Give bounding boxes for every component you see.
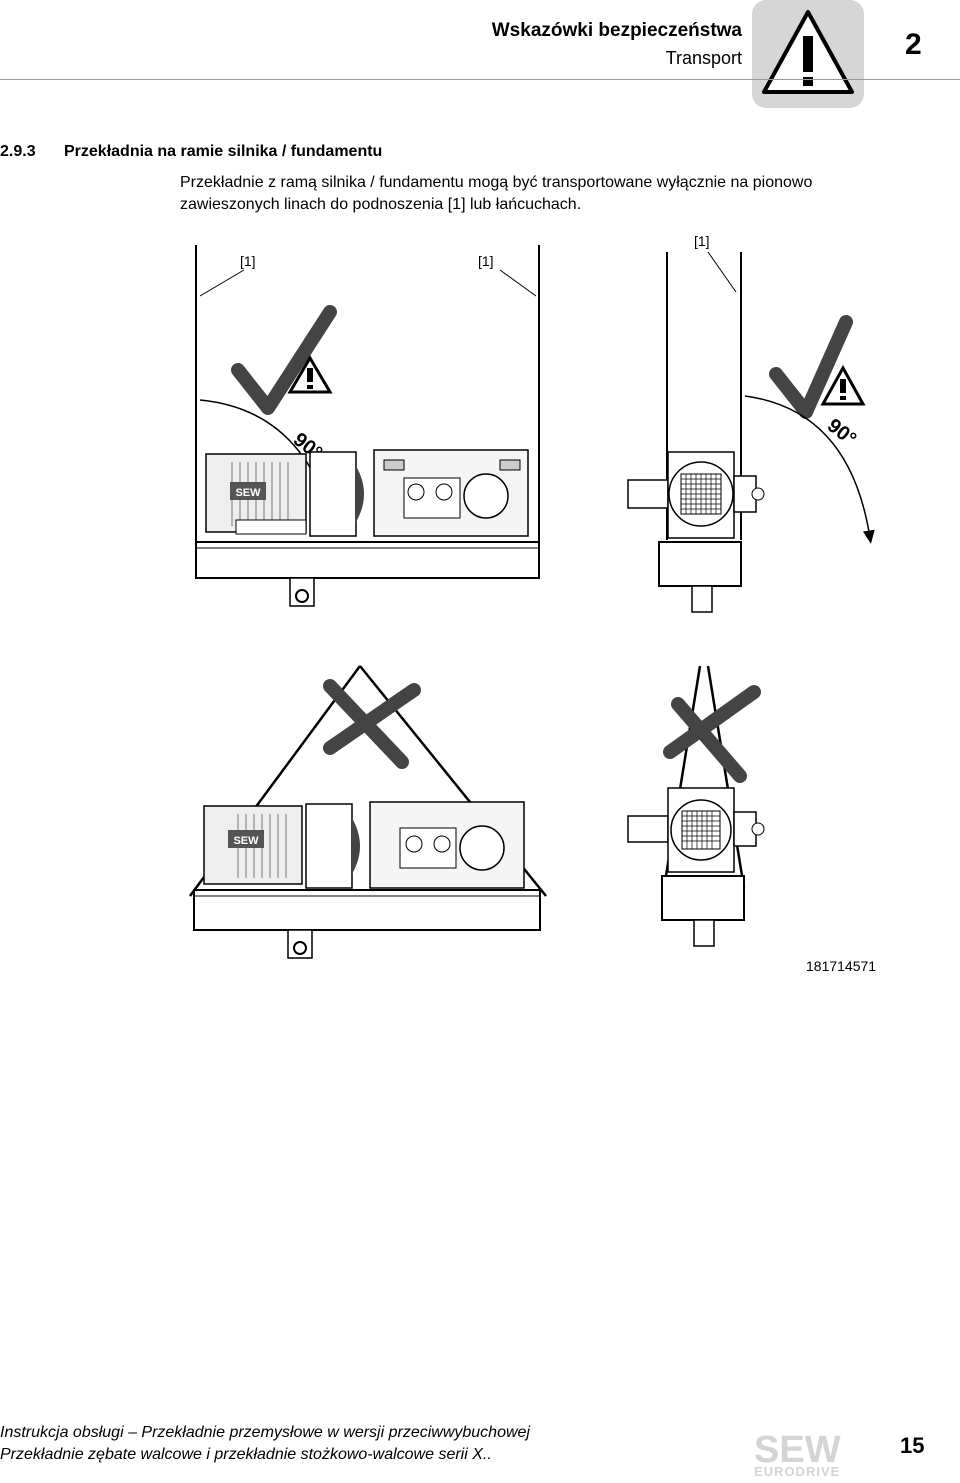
transport-figure: [1] [1] 90° SEW (0, 230, 960, 995)
page-number: 15 (900, 1433, 925, 1458)
checkmark-icon (231, 305, 337, 415)
transport-diagram: [1] [1] 90° SEW (188, 233, 875, 959)
cross-icon (663, 685, 761, 783)
sew-eurodrive-logo: SEW EURODRIVE (752, 1428, 860, 1483)
cross-icon (323, 679, 421, 769)
correct-lifting-side-view: [1] [1] 90° SEW (195, 245, 540, 607)
warning-triangle-icon (762, 10, 854, 94)
warning-badge (752, 0, 864, 108)
header-subtitle: Transport (665, 48, 742, 68)
warning-triangle-icon (287, 355, 333, 394)
logo-subtext: EURODRIVE (754, 1464, 840, 1478)
brand-label: SEW (235, 487, 261, 499)
logo-text: SEW (754, 1429, 841, 1471)
warning-triangle-icon (820, 364, 866, 406)
checkmark-icon (769, 315, 853, 419)
brand-label: SEW (233, 835, 259, 847)
wrong-lifting-side-view: SEW (188, 665, 547, 959)
angle-label: 90° (823, 415, 860, 451)
header-title: Wskazówki bezpieczeństwa (491, 20, 742, 41)
rope-label: [1] (240, 253, 256, 269)
rope-label: [1] (478, 253, 494, 269)
figure-id: 181714571 (806, 958, 877, 974)
wrong-lifting-end-view (627, 665, 765, 947)
footer-line-2: Przekładnie zębate walcowe i przekładnie… (0, 1446, 492, 1463)
header-divider (0, 79, 960, 80)
rope-label: [1] (694, 233, 710, 249)
section-number: 2.9.3 (0, 143, 36, 160)
sew-logo-icon: SEW EURODRIVE (754, 1429, 841, 1479)
correct-lifting-end-view: [1] 90° (627, 233, 875, 613)
chapter-number: 2 (905, 28, 922, 61)
section-title: Przekładnia na ramie silnika / fundament… (64, 143, 383, 160)
section-heading: 2.9.3 Przekładnia na ramie silnika / fund… (0, 143, 382, 161)
body-paragraph: Przekładnie z ramą silnika / fundamentu … (180, 174, 813, 213)
footer-line-1: Instrukcja obsługi – Przekładnie przemys… (0, 1424, 530, 1441)
